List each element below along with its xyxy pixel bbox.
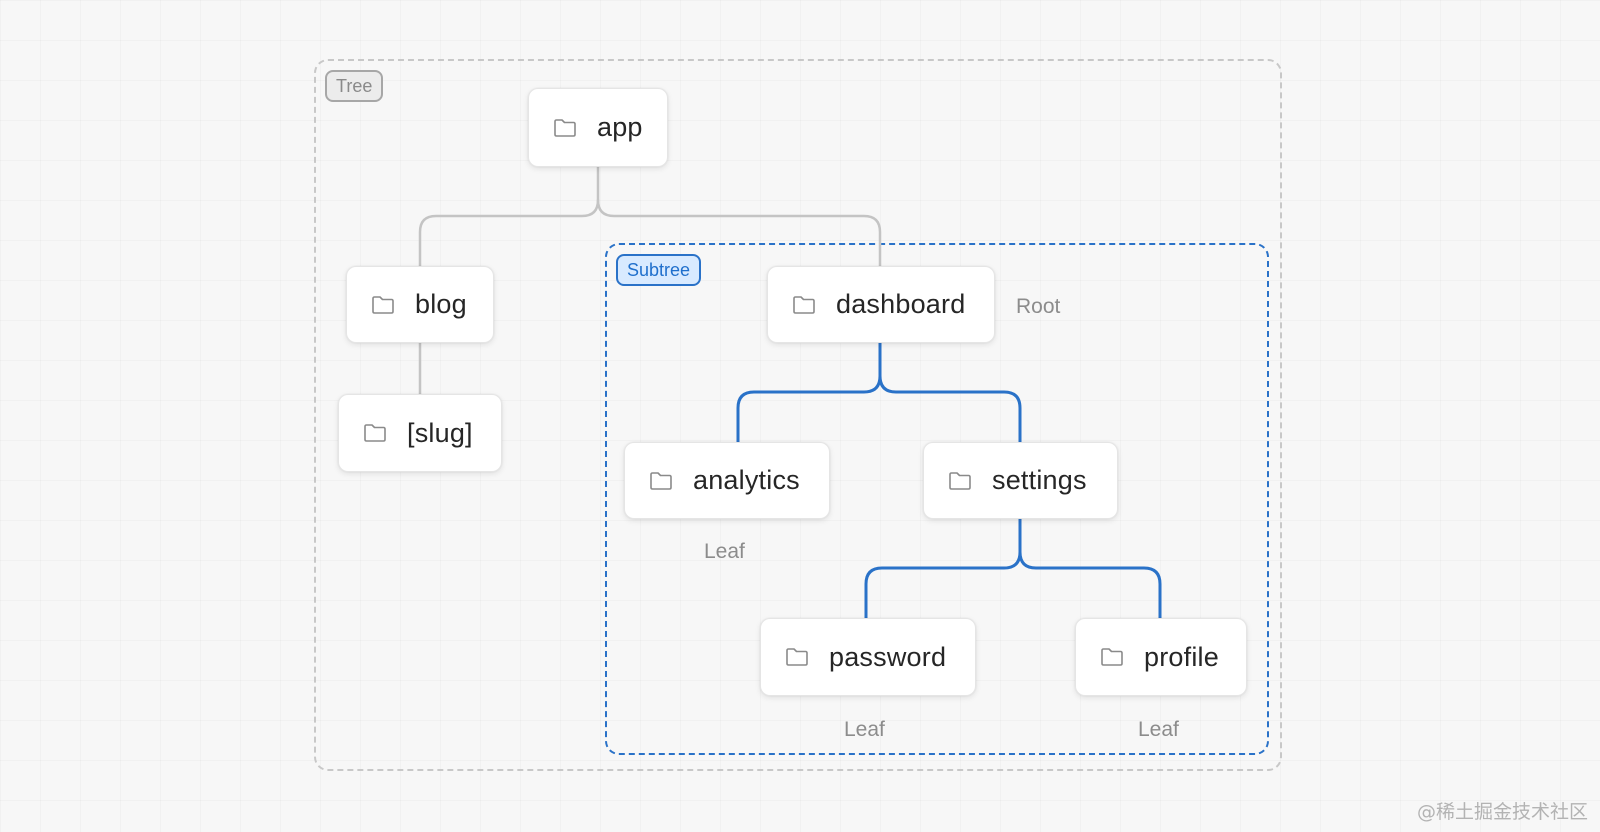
folder-icon — [792, 295, 816, 315]
leaf-annotation-analytics: Leaf — [704, 540, 745, 563]
leaf-annotation-profile: Leaf — [1138, 718, 1179, 741]
folder-icon — [553, 118, 577, 138]
node-label-blog: blog — [415, 289, 467, 319]
node-label-slug: [slug] — [407, 417, 473, 448]
node-analytics: analytics — [624, 442, 830, 519]
node-blog: blog — [346, 266, 494, 343]
folder-icon — [371, 295, 395, 315]
leaf-annotation-password: Leaf — [844, 718, 885, 741]
root-annotation: Root — [1016, 295, 1061, 318]
edge-app-dashboard — [596, 198, 882, 268]
node-app: app — [528, 88, 668, 167]
edge-app-blog — [418, 165, 600, 268]
folder-icon — [1100, 647, 1124, 667]
tree-badge: Tree — [325, 70, 384, 102]
tree-frame — [314, 59, 1282, 771]
subtree-badge: Subtree — [616, 254, 702, 286]
node-password: password — [760, 618, 976, 696]
subtree-frame — [605, 243, 1269, 755]
folder-icon — [649, 471, 673, 491]
folder-icon — [363, 423, 387, 443]
node-label-settings: settings — [992, 465, 1087, 495]
watermark: @稀土掘金技术社区 — [1416, 801, 1588, 823]
folder-icon — [785, 647, 809, 667]
edge-dashboard-settings — [878, 374, 1022, 444]
node-label-dashboard: dashboard — [836, 289, 966, 319]
edge-dashboard-analytics — [736, 341, 882, 444]
edge-settings-password — [864, 517, 1022, 620]
node-settings: settings — [923, 442, 1118, 519]
node-profile: profile — [1075, 618, 1247, 696]
node-label-app: app — [597, 112, 643, 142]
node-dashboard: dashboard — [767, 266, 995, 343]
edge-settings-profile — [1018, 550, 1162, 620]
node-label-analytics: analytics — [693, 465, 800, 495]
node-slug: [slug] — [338, 394, 502, 472]
folder-icon — [948, 471, 972, 491]
node-label-password: password — [829, 641, 947, 672]
node-label-profile: profile — [1144, 641, 1219, 672]
